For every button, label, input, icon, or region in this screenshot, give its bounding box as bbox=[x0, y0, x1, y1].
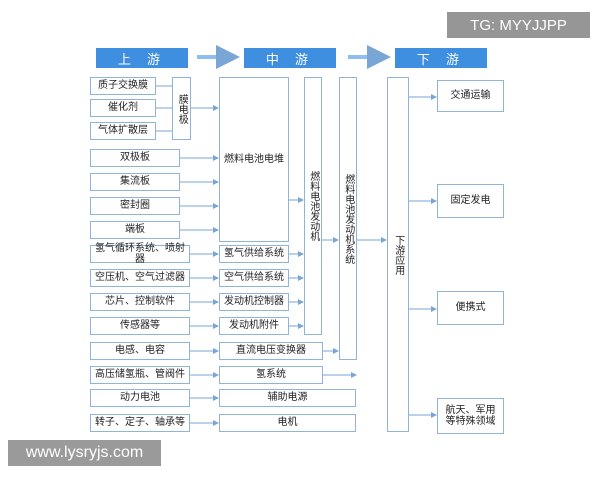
upstream-header: 上 游 bbox=[96, 48, 188, 68]
upstream-item-rotor-stator: 转子、定子、轴承等 bbox=[90, 414, 190, 432]
midstream-engine-accessory: 发动机附件 bbox=[219, 317, 289, 335]
downstream-application-box: 下游应用 bbox=[387, 77, 409, 432]
midstream-aux-power: 辅助电源 bbox=[219, 389, 356, 407]
upstream-item-inductor: 电感、电容 bbox=[90, 342, 190, 360]
upstream-item-gdl: 气体扩散层 bbox=[90, 122, 156, 140]
upstream-item-end-plate: 端板 bbox=[90, 221, 180, 239]
upstream-item-bipolar-plate: 双极板 bbox=[90, 149, 180, 167]
upstream-item-current-collector: 集流板 bbox=[90, 173, 180, 191]
site-watermark: www.lysryjs.com bbox=[8, 440, 161, 466]
fuel-cell-engine-label: 燃料电池发动机 bbox=[307, 171, 319, 241]
upstream-item-h2-tank: 高压储氢瓶、管阀件 bbox=[90, 366, 190, 384]
downstream-portable: 便携式 bbox=[437, 291, 504, 325]
tg-tag-overlay: TG: MYYJJPP bbox=[447, 12, 590, 38]
midstream-dc-converter: 直流电压变换器 bbox=[219, 342, 323, 360]
upstream-item-power-battery: 动力电池 bbox=[90, 389, 190, 407]
downstream-special-fields: 航天、军用等特殊领域 bbox=[437, 398, 504, 434]
upstream-item-chip-software: 芯片、控制软件 bbox=[90, 293, 190, 311]
fuel-cell-stack: 燃料电池电堆 bbox=[219, 77, 289, 242]
midstream-h2-system: 氢系统 bbox=[219, 366, 323, 384]
downstream-transport: 交通运输 bbox=[437, 80, 504, 112]
upstream-item-seal: 密封圈 bbox=[90, 197, 180, 215]
midstream-h2-supply: 氢气供给系统 bbox=[219, 245, 289, 263]
midstream-motor: 电机 bbox=[219, 414, 356, 432]
membrane-electrode-box: 膜电极 bbox=[172, 77, 191, 140]
downstream-header: 下 游 bbox=[395, 48, 487, 68]
fuel-cell-engine-system-label: 燃料电池发动机系统 bbox=[342, 173, 354, 264]
downstream-stationary-power: 固定发电 bbox=[437, 184, 504, 218]
upstream-item-pem: 质子交换膜 bbox=[90, 77, 156, 95]
upstream-item-catalyst: 催化剂 bbox=[90, 99, 156, 117]
midstream-air-supply: 空气供给系统 bbox=[219, 269, 289, 287]
midstream-header: 中 游 bbox=[244, 48, 336, 68]
membrane-electrode-label: 膜电极 bbox=[176, 93, 188, 124]
upstream-item-sensor: 传感器等 bbox=[90, 317, 190, 335]
fuel-cell-engine-system-box: 燃料电池发动机系统 bbox=[339, 77, 357, 360]
upstream-item-h2-circulation: 氢气循环系统、喷射器 bbox=[90, 243, 190, 265]
downstream-application-label: 下游应用 bbox=[392, 234, 404, 275]
midstream-engine-controller: 发动机控制器 bbox=[219, 293, 289, 311]
upstream-item-air-compressor: 空压机、空气过滤器 bbox=[90, 269, 190, 287]
fuel-cell-engine-box: 燃料电池发动机 bbox=[304, 77, 322, 335]
